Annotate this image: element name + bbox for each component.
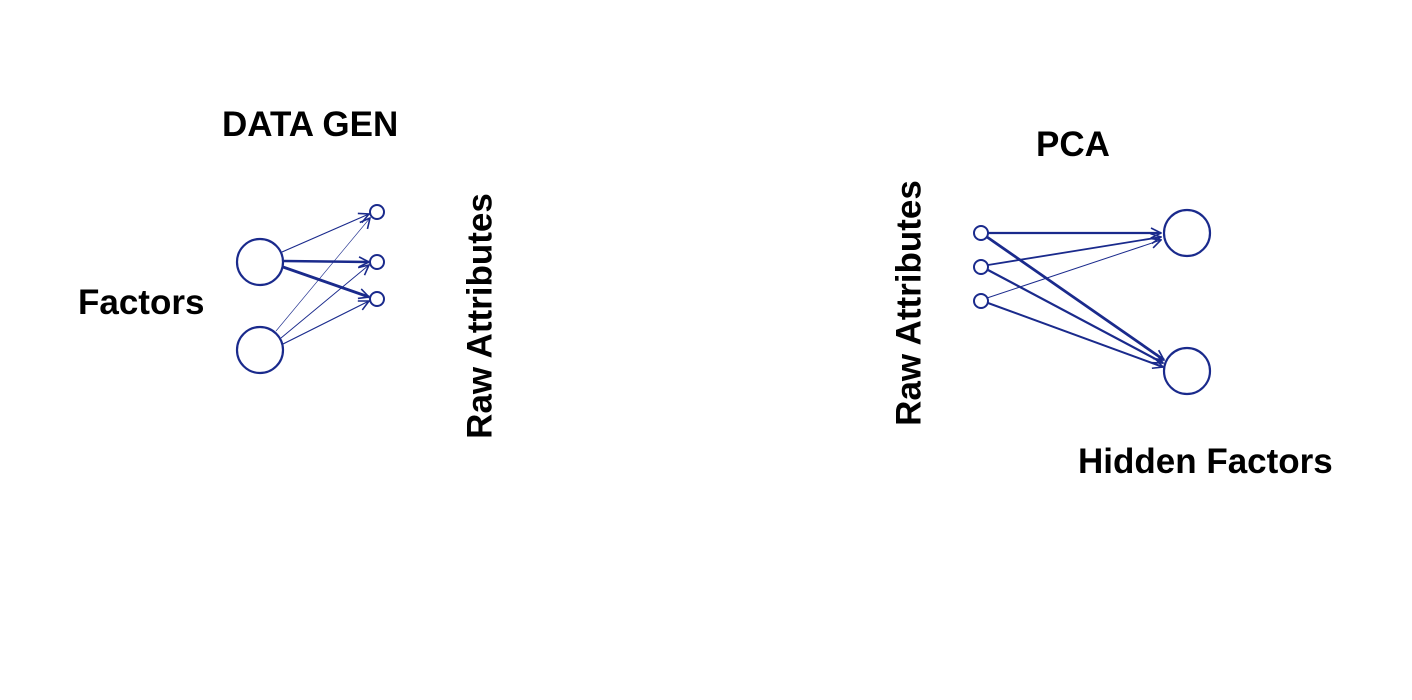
- data-gen-edges: [275, 214, 370, 345]
- pca-attribute-node-2: [973, 259, 989, 275]
- edge-f1-a2: [283, 261, 369, 262]
- attribute-node-1: [369, 204, 385, 220]
- data-gen-attribute-nodes: [369, 204, 385, 307]
- edge-a2-h1: [987, 237, 1161, 266]
- edge-a1-h2: [986, 235, 1164, 362]
- hidden-factor-node-1: [1162, 208, 1212, 258]
- edge-a2-h2: [987, 269, 1163, 364]
- pca-attribute-node-1: [973, 225, 989, 241]
- pca-edges: [986, 233, 1164, 367]
- edge-f2-a3: [282, 301, 369, 345]
- raw-attributes-text-left: Raw Attributes: [460, 193, 500, 439]
- attribute-node-2: [369, 254, 385, 270]
- hidden-factor-nodes: [1162, 208, 1212, 396]
- hidden-factors-label: Hidden Factors: [1078, 442, 1333, 481]
- pca-title: PCA: [1036, 125, 1110, 164]
- attribute-node-3: [369, 291, 385, 307]
- edge-f1-a1: [281, 214, 369, 253]
- factor-node-2: [235, 325, 285, 375]
- factor-node-1: [235, 237, 285, 287]
- pca-attribute-nodes: [973, 225, 989, 309]
- edge-a3-h1: [986, 240, 1161, 299]
- raw-attributes-text-right: Raw Attributes: [889, 180, 929, 426]
- factor-nodes: [235, 237, 285, 375]
- edge-f2-a1: [275, 218, 370, 332]
- data-gen-title: DATA GEN: [222, 105, 399, 144]
- factors-label: Factors: [78, 283, 205, 322]
- pca-attribute-node-3: [973, 293, 989, 309]
- edge-f2-a2: [280, 265, 369, 339]
- hidden-factor-node-2: [1162, 346, 1212, 396]
- edge-a3-h2: [987, 302, 1163, 367]
- edge-f1-a3: [282, 265, 369, 297]
